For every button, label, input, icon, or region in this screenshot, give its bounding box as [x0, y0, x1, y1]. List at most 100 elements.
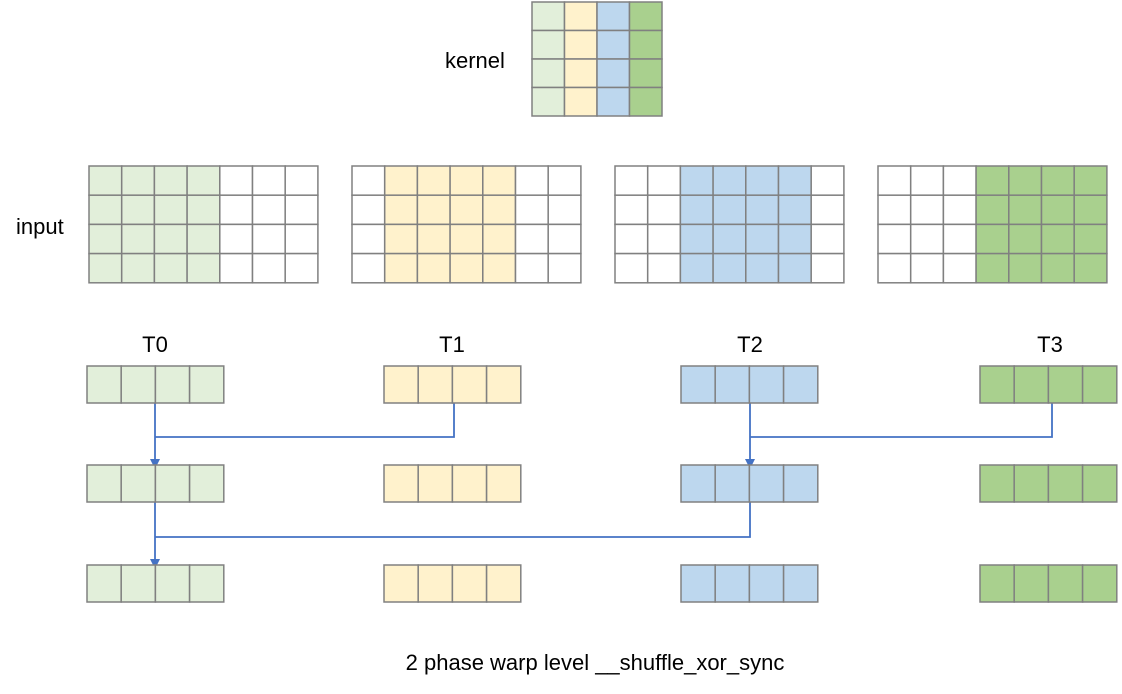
kernel-cell [531, 1, 566, 32]
input-cell [777, 165, 812, 196]
input-cell [942, 252, 977, 284]
input-cell [909, 194, 945, 226]
input-cell [909, 223, 945, 255]
register-cell [120, 365, 157, 404]
input-cell [153, 252, 188, 284]
input-cell [646, 252, 682, 284]
input-cell [745, 223, 780, 255]
input-cell [383, 165, 419, 196]
input-cell [614, 165, 649, 196]
register-cell [86, 464, 122, 503]
register-cell [714, 365, 751, 404]
input-cell [153, 165, 188, 196]
input-cell [514, 165, 549, 196]
input-cell [383, 194, 419, 226]
input-cell [1073, 252, 1108, 284]
thread-register-t2-phase-2 [680, 564, 819, 603]
register-cell [154, 464, 191, 503]
input-cell [909, 165, 945, 196]
kernel-cell [628, 1, 663, 32]
thread-label-t1: T1 [439, 332, 465, 357]
input-cell [482, 165, 517, 196]
input-cell [1040, 165, 1075, 196]
input-cell [482, 252, 517, 284]
input-cell [547, 194, 582, 226]
kernel-cell [596, 86, 631, 117]
input-cell [777, 252, 812, 284]
shuffle-arrows [150, 403, 1053, 569]
input-cell [449, 194, 484, 226]
input-cell [219, 252, 254, 284]
input-cell [745, 252, 780, 284]
kernel-cell [596, 29, 631, 60]
input-cell [284, 252, 319, 284]
input-cell [877, 252, 912, 284]
input-cell [975, 194, 1010, 226]
input-cell [1008, 223, 1043, 255]
kernel-cell [563, 1, 598, 32]
input-cell [251, 165, 286, 196]
register-cell [154, 365, 191, 404]
input-cell [120, 194, 156, 226]
input-cell [120, 223, 156, 255]
register-cell [979, 464, 1015, 503]
register-cell [714, 564, 751, 603]
kernel-cell [596, 1, 631, 32]
input-cell [251, 252, 286, 284]
input-cell [614, 252, 649, 284]
input-cell [153, 223, 188, 255]
input-cell [1073, 165, 1108, 196]
input-cell [120, 252, 156, 284]
thread-register-t3-phase-1 [979, 464, 1118, 503]
input-cell [745, 194, 780, 226]
input-cell [416, 223, 451, 255]
input-cell [942, 223, 977, 255]
input-cell [284, 165, 319, 196]
register-cell [154, 564, 191, 603]
input-cell [1040, 223, 1075, 255]
thread-register-t1-phase-0 [383, 365, 522, 404]
input-cell [120, 165, 156, 196]
register-cell [782, 464, 819, 503]
input-cell [219, 223, 254, 255]
input-cell [777, 194, 812, 226]
register-cell [120, 564, 157, 603]
register-cell [86, 564, 122, 603]
input-cell [1073, 223, 1108, 255]
shuffle-arrow-path [750, 403, 1053, 438]
input-cell [810, 165, 845, 196]
input-cell [88, 165, 123, 196]
input-cell [1008, 252, 1043, 284]
register-cell [680, 464, 716, 503]
shuffle-arrow-path [155, 502, 751, 538]
thread-register-rows [86, 365, 1118, 603]
input-cell [186, 165, 221, 196]
kernel-cell [628, 86, 663, 117]
input-grid-t2 [614, 165, 845, 284]
input-cell [449, 165, 484, 196]
input-cell [877, 194, 912, 226]
input-cell [679, 252, 714, 284]
input-grid-t1 [351, 165, 582, 284]
input-cell [416, 165, 451, 196]
thread-register-t0-phase-1 [86, 464, 225, 503]
register-cell [748, 564, 785, 603]
input-cell [712, 165, 747, 196]
input-grid-t3 [877, 165, 1108, 284]
input-cell [646, 194, 682, 226]
register-cell [383, 564, 419, 603]
input-cell [186, 194, 221, 226]
input-cell [745, 165, 780, 196]
register-cell [782, 365, 819, 404]
input-cell [1008, 165, 1043, 196]
input-cell [482, 223, 517, 255]
input-cell [614, 194, 649, 226]
register-cell [1081, 564, 1118, 603]
input-cell [351, 165, 386, 196]
input-cell [1073, 194, 1108, 226]
kernel-cell [563, 86, 598, 117]
input-cell [1040, 252, 1075, 284]
input-cell [975, 252, 1010, 284]
input-cell [975, 223, 1010, 255]
